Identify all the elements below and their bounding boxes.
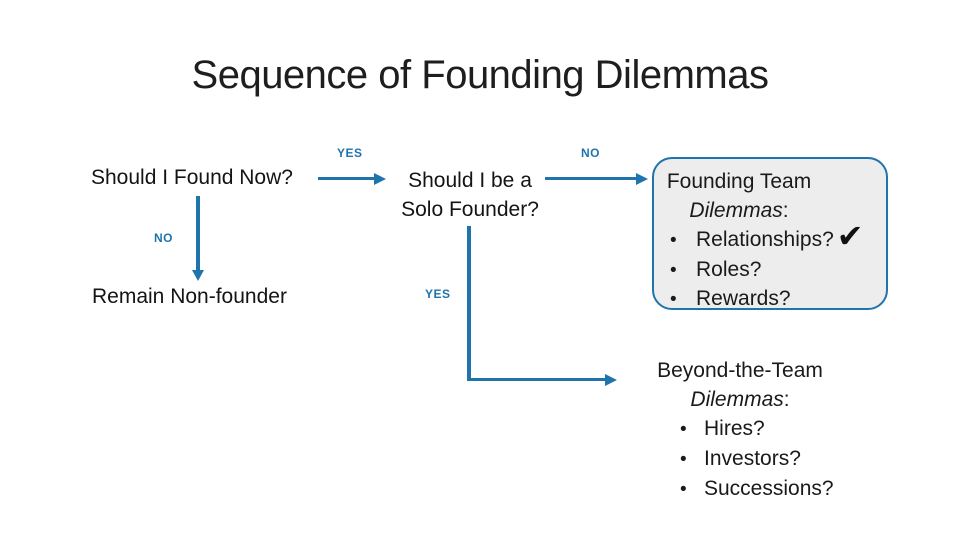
arrow-yes-found-now-head-icon (374, 173, 386, 185)
beyond-team-block: Beyond-the-Team Dilemmas: • Hires? • Inv… (630, 356, 850, 504)
beyond-team-heading-suffix: : (783, 388, 790, 411)
slide-title: Sequence of Founding Dilemmas (191, 53, 769, 97)
node-solo-founder: Should I be a Solo Founder? (390, 166, 550, 224)
bullet-dot-icon: • (680, 419, 687, 440)
node-solo-founder-line1: Should I be a (408, 169, 532, 192)
bullet-dot-icon: • (680, 479, 687, 500)
node-should-i-found-now: Should I Found Now? (91, 166, 293, 189)
bullet-item-relationships: • Relationships? ✔ (654, 217, 886, 256)
bullet-label: Investors? (704, 447, 801, 470)
founding-team-heading-line2: Dilemmas: (654, 197, 824, 226)
beyond-team-heading-line1: Beyond-the-Team (657, 359, 823, 382)
arrow-yes-found-now-line (318, 177, 376, 180)
founding-team-heading-line1: Founding Team (666, 170, 812, 193)
check-icon: ✔ (836, 217, 864, 255)
arrow-yes-solo-head-icon (605, 374, 617, 386)
bullet-label: Roles? (696, 257, 762, 281)
arrow-no-solo-line (545, 177, 638, 180)
edge-label-no-found-now: NO (154, 231, 173, 245)
beyond-team-heading-italic: Dilemmas (690, 388, 784, 411)
bullet-dot-icon: • (680, 449, 687, 470)
bullet-item-hires: • Hires? (630, 414, 850, 444)
edge-label-yes-solo: YES (425, 287, 451, 301)
bullet-label: Successions? (704, 477, 834, 500)
arrow-yes-solo-vline (467, 226, 471, 381)
arrow-no-solo-head-icon (636, 173, 648, 185)
bullet-label: Relationships? (696, 228, 834, 251)
arrow-no-found-now-head-icon (192, 270, 204, 281)
bullet-dot-icon: • (670, 230, 677, 251)
founding-team-box: Founding Team Dilemmas: • Relationships?… (652, 157, 888, 310)
beyond-team-bullet-list: • Hires? • Investors? • Successions? (630, 414, 850, 504)
bullet-label: Hires? (704, 417, 765, 440)
arrow-yes-solo-hline (467, 378, 605, 381)
node-remain-nonfounder: Remain Non-founder (92, 285, 287, 308)
bullet-item-investors: • Investors? (630, 444, 850, 474)
bullet-label: Rewards? (696, 287, 791, 310)
bullet-dot-icon: • (670, 259, 677, 281)
founding-team-heading-suffix: : (782, 198, 789, 222)
beyond-team-heading-line2: Dilemmas: (630, 385, 850, 414)
arrow-no-found-now-line (196, 196, 200, 271)
node-solo-founder-line2: Solo Founder? (401, 198, 539, 221)
edge-label-yes-found-now: YES (337, 146, 363, 160)
bullet-item-rewards: • Rewards? (654, 285, 886, 315)
bullet-dot-icon: • (670, 289, 677, 310)
edge-label-no-solo: NO (581, 146, 600, 160)
bullet-item-roles: • Roles? (654, 256, 886, 286)
founding-team-heading-italic: Dilemmas (689, 198, 783, 222)
founding-team-bullet-list: • Relationships? ✔ • Roles? • Rewards? (654, 217, 886, 315)
bullet-item-successions: • Successions? (630, 474, 850, 504)
